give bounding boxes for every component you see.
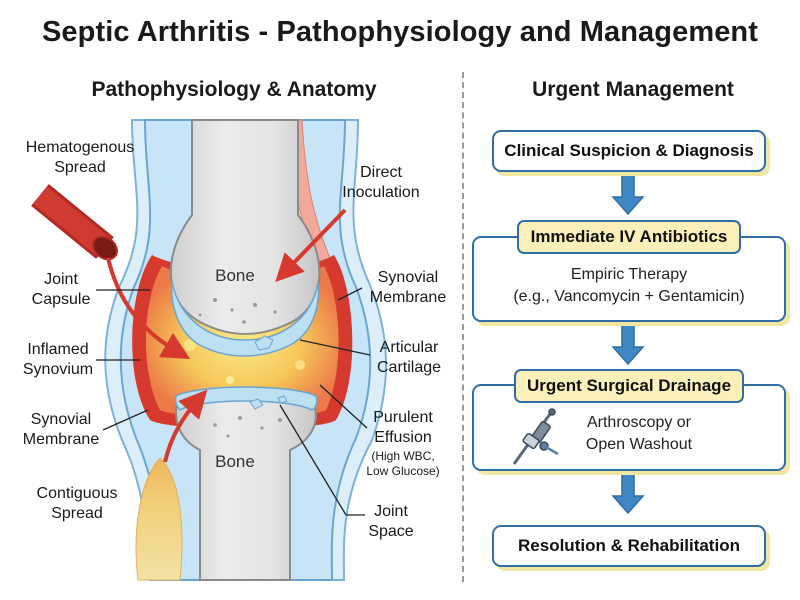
blood-vessel — [31, 184, 118, 261]
label-bone-lower: Bone — [215, 452, 255, 471]
management-heading: Urgent Management — [532, 78, 734, 101]
pathophysiology-heading: Pathophysiology & Anatomy — [91, 78, 377, 101]
down-arrow-icon — [611, 321, 645, 366]
contiguous-arrow — [163, 389, 208, 463]
contiguous-focus — [135, 457, 183, 581]
down-arrow-icon — [611, 470, 645, 515]
step-resolution-rehab: Resolution & Rehabilitation — [492, 525, 766, 567]
step-clinical-suspicion: Clinical Suspicion & Diagnosis — [492, 130, 766, 172]
section-divider — [462, 72, 464, 582]
spread-arrows — [106, 208, 347, 463]
drainage-details: Arthroscopy or Open Washout — [585, 414, 693, 453]
antibiotics-details: Empiric Therapy (e.g., Vancomycin + Gent… — [513, 266, 745, 305]
hematogenous-arrow — [106, 257, 191, 360]
label-purulent-note: (High WBC,Low Glucose) — [366, 449, 440, 478]
arthroscope-icon — [512, 408, 559, 465]
direct-inoculation-arrow — [275, 208, 347, 283]
page-title: Septic Arthritis - Pathophysiology and M… — [41, 16, 759, 48]
lower-bone — [174, 386, 318, 581]
label-bone-upper: Bone — [215, 266, 255, 285]
step-iv-antibiotics-title: Immediate IV Antibiotics — [517, 220, 741, 254]
cartilage-fragments — [249, 335, 288, 410]
step-surgical-drainage-title: Urgent Surgical Drainage — [514, 369, 744, 403]
down-arrow-icon — [611, 171, 645, 216]
leader-lines — [96, 287, 371, 516]
